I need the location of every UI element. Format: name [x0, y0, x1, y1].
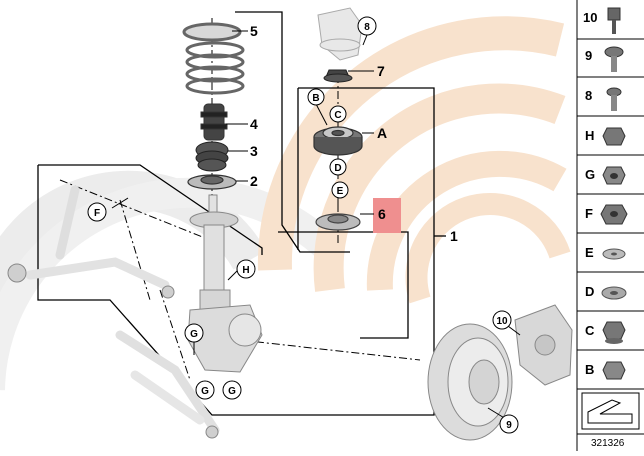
- label-7: 7: [377, 63, 385, 79]
- svg-text:F: F: [585, 206, 593, 221]
- svg-text:D: D: [585, 284, 594, 299]
- strut-bearing-part: [315, 213, 361, 231]
- callout-H: H: [236, 259, 256, 279]
- callout-E: E: [331, 181, 349, 199]
- svg-text:G: G: [201, 386, 209, 397]
- wheel-carrier-part: [187, 304, 263, 373]
- label-A: A: [377, 125, 387, 141]
- arrow-icon: [581, 392, 640, 430]
- label-2: 2: [250, 173, 258, 189]
- group-box-strut: [235, 11, 435, 410]
- svg-text:9: 9: [506, 420, 512, 431]
- label-1: 1: [450, 228, 458, 244]
- svg-text:E: E: [337, 186, 344, 197]
- label-3: 3: [250, 143, 258, 159]
- sidebar-item-G: G: [585, 166, 626, 185]
- svg-text:F: F: [94, 208, 100, 219]
- svg-text:H: H: [585, 128, 594, 143]
- callout-B: B: [307, 88, 325, 106]
- sidebar-item-8: 8: [585, 87, 622, 111]
- self-locking-nut-part: [323, 69, 353, 83]
- top-mount-part-8: [317, 7, 363, 61]
- sidebar-item-C: C: [585, 321, 626, 344]
- bump-stop-part: [200, 103, 228, 141]
- callout-G: G: [222, 380, 242, 400]
- svg-text:C: C: [334, 110, 341, 121]
- sidebar-item-E: E: [585, 245, 626, 260]
- svg-text:10: 10: [583, 10, 597, 25]
- svg-text:10: 10: [496, 316, 508, 327]
- image-code: 321326: [591, 438, 625, 449]
- sidebar-item-9: 9: [585, 46, 624, 72]
- callout-D: D: [329, 158, 347, 176]
- callout-G: G: [184, 323, 204, 343]
- svg-text:G: G: [585, 167, 595, 182]
- sidebar-item-B: B: [585, 361, 626, 380]
- svg-text:8: 8: [364, 22, 370, 33]
- callout-10: 10: [492, 310, 512, 330]
- svg-text:G: G: [190, 329, 198, 340]
- svg-text:D: D: [334, 163, 341, 174]
- brake-caliper-part: [514, 304, 573, 386]
- support-bearing-part: [313, 126, 363, 156]
- callout-8: 8: [357, 16, 377, 36]
- sidebar-item-F: F: [585, 204, 628, 225]
- sidebar-item-10: 10: [583, 7, 621, 34]
- highlight-part-6: [373, 198, 401, 233]
- control-arms-part: [25, 185, 220, 435]
- svg-text:B: B: [585, 362, 594, 377]
- label-5: 5: [250, 23, 258, 39]
- callout-9: 9: [499, 414, 519, 434]
- callout-F: F: [87, 202, 107, 222]
- control-arms-bushings: [7, 263, 219, 439]
- spring-seat-part: [187, 174, 237, 190]
- svg-text:G: G: [228, 386, 236, 397]
- hardware-sidebar: [576, 0, 644, 451]
- brake-disc-part: [427, 323, 513, 441]
- callout-C: C: [329, 105, 347, 123]
- sidebar-item-D: D: [585, 284, 627, 300]
- svg-text:H: H: [242, 265, 249, 276]
- svg-text:E: E: [585, 245, 594, 260]
- svg-text:C: C: [585, 323, 595, 338]
- svg-text:B: B: [312, 93, 319, 104]
- dust-boot-part: [195, 141, 229, 172]
- svg-text:8: 8: [585, 88, 592, 103]
- callout-G: G: [195, 380, 215, 400]
- svg-text:9: 9: [585, 48, 592, 63]
- sidebar-item-H: H: [585, 127, 626, 146]
- label-4: 4: [250, 116, 258, 132]
- strut-part: [189, 194, 239, 311]
- coil-spring-part: [182, 22, 245, 95]
- label-6: 6: [378, 206, 386, 222]
